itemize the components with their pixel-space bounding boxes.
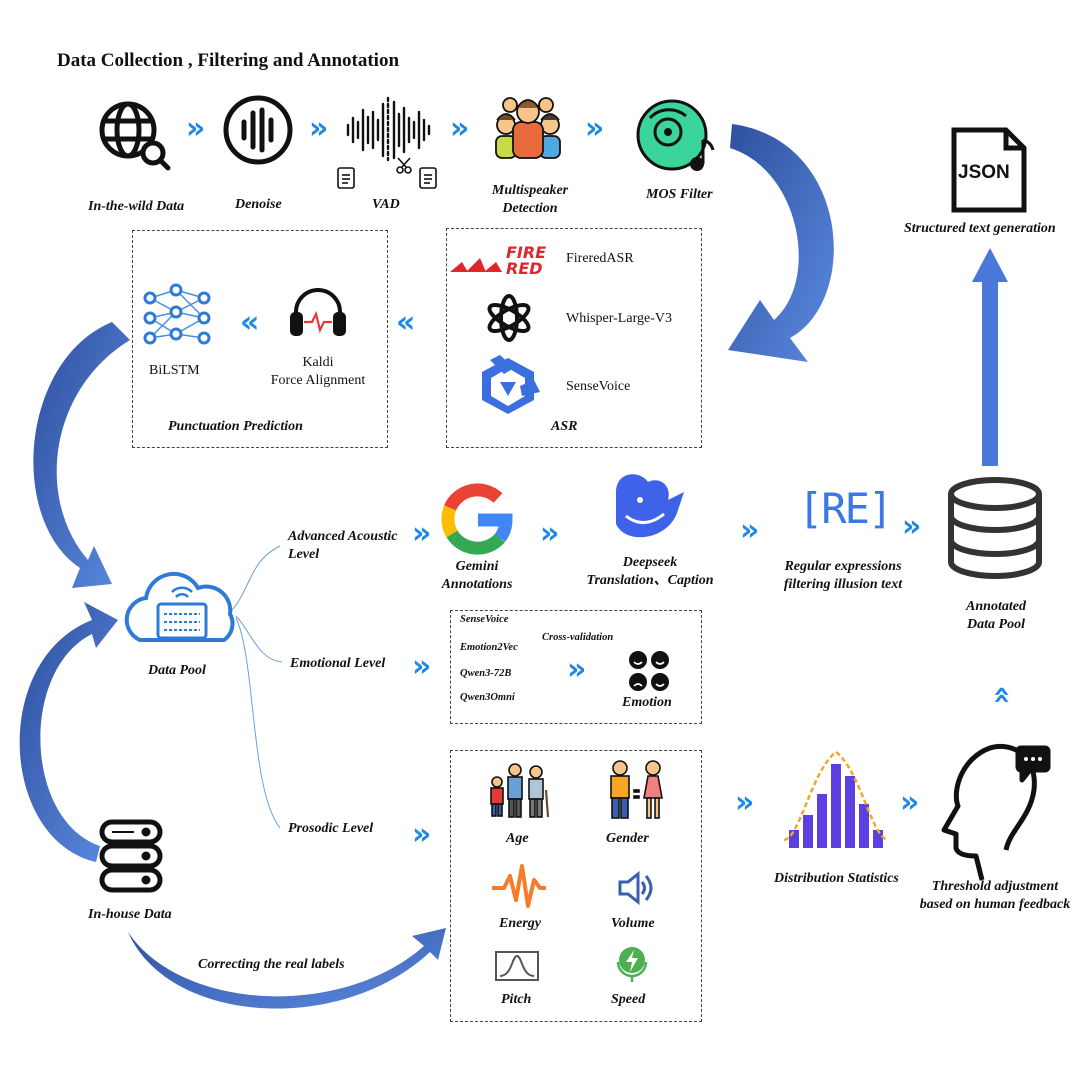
chevron-right-icon: » xyxy=(412,516,432,551)
chevron-right-icon: » xyxy=(412,649,432,684)
flow-arrow-correcting-labels xyxy=(128,928,446,1009)
volume-speaker-icon xyxy=(618,870,653,906)
emotion-model-qwen3omni: Qwen3Omni xyxy=(460,692,515,703)
flow-arrow-inhouse-to-pool xyxy=(19,602,118,862)
chevron-left-icon: « xyxy=(396,305,416,340)
vad-label: VAD xyxy=(372,197,400,212)
mos-filter-icon xyxy=(636,99,715,171)
bilstm-label: BiLSTM xyxy=(149,363,200,378)
level-connector-lines xyxy=(231,545,283,829)
asr-model-sensevoice: SenseVoice xyxy=(566,379,631,394)
chevron-right-icon: » xyxy=(740,513,760,548)
chevron-right-icon: » xyxy=(902,509,922,544)
denoise-icon xyxy=(223,95,293,165)
energy-wave-icon xyxy=(492,864,546,908)
structured-text-label: Structured text generation xyxy=(904,221,1056,236)
cross-validation-label: Cross-validation xyxy=(542,632,614,643)
diagram-title: Data Collection , Filtering and Annotati… xyxy=(57,50,400,71)
chevron-right-icon: » xyxy=(186,111,206,146)
multispeaker-people-icon xyxy=(495,97,561,159)
in-house-database-icon xyxy=(99,819,163,893)
emotion-model-emotion2vec: Emotion2Vec xyxy=(460,642,518,653)
emotion-faces-icon xyxy=(629,651,669,691)
age-people-icon xyxy=(490,763,550,818)
emotion-model-qwen3-72b: Qwen3-72B xyxy=(460,668,512,679)
chevron-right-icon: » xyxy=(412,817,432,852)
gemini-google-icon xyxy=(441,483,513,555)
punctuation-title: Punctuation Prediction xyxy=(168,419,303,434)
pitch-label: Pitch xyxy=(501,992,532,1007)
regex-re-icon: [RE] xyxy=(798,484,893,533)
cloud-server-icon xyxy=(124,571,235,642)
age-label: Age xyxy=(506,831,529,846)
mos-filter-label: MOS Filter xyxy=(646,187,713,202)
annotated-database-icon xyxy=(948,477,1042,579)
prosodic-level-label: Prosodic Level xyxy=(288,821,374,836)
volume-label: Volume xyxy=(611,916,655,931)
bilstm-network-icon xyxy=(143,283,211,345)
fire-red-logo-icon: FIRE RED xyxy=(450,243,546,278)
svg-text:FIRE: FIRE xyxy=(506,243,546,262)
denoise-label: Denoise xyxy=(235,197,282,212)
asr-model-fireredasr: FireredASR xyxy=(566,251,634,266)
speed-label: Speed xyxy=(611,992,646,1007)
json-icon-text: JSON xyxy=(958,162,1010,183)
gender-label: Gender xyxy=(606,831,649,846)
emotion-box xyxy=(450,610,702,724)
chevron-right-icon: » xyxy=(567,652,587,687)
scissors-icon xyxy=(396,157,412,174)
in-house-label: In-house Data xyxy=(88,907,172,922)
chevron-right-icon: » xyxy=(585,111,605,146)
pitch-curve-icon xyxy=(495,951,539,981)
asr-model-whisper: Whisper-Large-V3 xyxy=(566,311,672,326)
headphones-icon xyxy=(290,288,346,336)
prosody-box xyxy=(450,750,702,1022)
emotional-level-label: Emotional Level xyxy=(290,656,386,671)
distribution-label: Distribution Statistics xyxy=(774,871,899,886)
vad-waveform-icon xyxy=(346,96,431,162)
chevron-left-icon: « xyxy=(240,305,260,340)
human-head-feedback-icon xyxy=(941,743,1051,881)
document-icon xyxy=(419,167,437,189)
emotion-label: Emotion xyxy=(622,695,672,710)
svg-text:RED: RED xyxy=(506,259,543,278)
chevron-right-icon: » xyxy=(309,111,329,146)
chevron-right-icon: » xyxy=(540,516,560,551)
chevron-right-icon: » xyxy=(450,111,470,146)
openai-logo-icon xyxy=(487,294,531,342)
asr-box xyxy=(446,228,702,448)
speed-mic-icon xyxy=(616,947,648,982)
energy-label: Energy xyxy=(499,916,541,931)
in-the-wild-label: In-the-wild Data xyxy=(88,199,185,214)
correcting-labels-label: Correcting the real labels xyxy=(198,957,345,972)
data-pool-label: Data Pool xyxy=(148,663,206,678)
sensevoice-logo-icon xyxy=(482,355,540,414)
flow-arrow-mos-to-asr xyxy=(728,124,834,362)
chevron-right-icon: » xyxy=(900,785,920,820)
chevron-right-icon: » xyxy=(735,785,755,820)
globe-search-icon xyxy=(99,101,171,171)
distribution-histogram-icon xyxy=(783,750,889,848)
gender-people-icon xyxy=(610,760,663,819)
deepseek-whale-icon xyxy=(615,474,684,538)
flow-arrow-pool-to-json xyxy=(972,248,1008,466)
document-icon xyxy=(337,167,355,189)
punctuation-box xyxy=(132,230,388,448)
chevron-up-icon: » xyxy=(983,685,1019,705)
emotion-model-sensevoice: SenseVoice xyxy=(460,614,509,625)
json-file-icon xyxy=(951,127,1027,213)
asr-title: ASR xyxy=(551,419,578,434)
flow-arrow-punctuation-to-pool xyxy=(33,322,130,588)
